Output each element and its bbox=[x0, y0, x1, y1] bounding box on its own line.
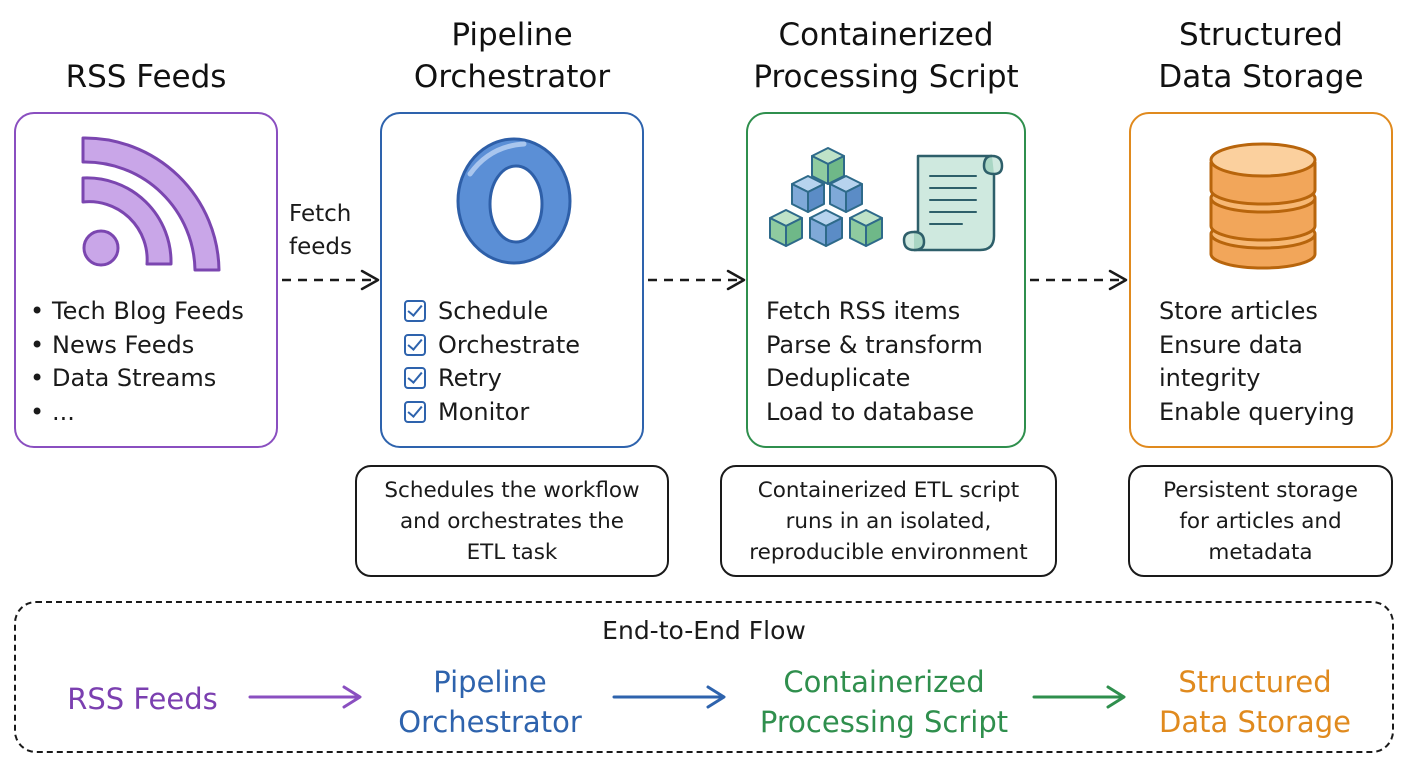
rss-feed-list: Tech Blog Feeds News Feeds Data Streams … bbox=[30, 295, 244, 429]
flow-title: End-to-End Flow bbox=[602, 616, 806, 645]
flow-item-processing: Containerized Processing Script bbox=[759, 665, 1009, 739]
checkbox-icon bbox=[404, 300, 426, 322]
database-icon bbox=[1209, 142, 1317, 270]
storage-feature-list: Store articles Ensure data integrity Ena… bbox=[1159, 295, 1355, 429]
processing-step-list: Fetch RSS items Parse & transform Dedupl… bbox=[766, 295, 983, 429]
list-item: integrity bbox=[1159, 364, 1261, 392]
flow-item-rss: RSS Feeds bbox=[67, 682, 218, 716]
orchestrator-task-list: Schedule Orchestrate Retry Monitor bbox=[404, 295, 580, 429]
checkbox-icon bbox=[404, 400, 426, 423]
orchestrator-note: Schedules the workflow and orchestrates … bbox=[355, 465, 669, 577]
script-scroll-icon bbox=[902, 154, 1004, 252]
stage-title-rss: RSS Feeds bbox=[65, 59, 227, 95]
list-item: Load to database bbox=[766, 397, 975, 426]
rss-feeds-card: Tech Blog Feeds News Feeds Data Streams … bbox=[14, 112, 278, 448]
flow-item-orchestrator: Pipeline Orchestrator bbox=[398, 665, 582, 739]
arrow-rss-to-orchestrator bbox=[282, 269, 380, 291]
flow-arrow-1 bbox=[248, 685, 362, 709]
list-item: Tech Blog Feeds bbox=[30, 295, 244, 329]
list-item: ... bbox=[30, 396, 244, 430]
list-item: Schedule bbox=[404, 295, 580, 329]
list-item: Enable querying bbox=[1159, 397, 1355, 426]
list-item: News Feeds bbox=[30, 329, 244, 363]
list-item: Fetch RSS items bbox=[766, 297, 961, 325]
list-item: Retry bbox=[404, 362, 580, 396]
stage-title-storage: Structured Data Storage bbox=[1158, 17, 1364, 95]
fetch-feeds-label: Fetch feeds bbox=[289, 201, 352, 260]
arrow-processing-to-storage bbox=[1030, 269, 1128, 291]
stage-title-processing: Containerized Processing Script bbox=[753, 17, 1019, 95]
list-item: Store articles bbox=[1159, 297, 1318, 325]
list-item: Ensure data bbox=[1159, 330, 1303, 359]
container-cubes-icon bbox=[769, 147, 883, 247]
rss-icon bbox=[81, 136, 221, 272]
checkbox-icon bbox=[404, 367, 426, 389]
storage-note: Persistent storage for articles and meta… bbox=[1128, 465, 1393, 577]
list-item: Parse & transform bbox=[766, 330, 983, 359]
processing-card: Fetch RSS items Parse & transform Dedupl… bbox=[746, 112, 1026, 448]
flow-arrow-3 bbox=[1032, 685, 1126, 709]
list-item: Monitor bbox=[404, 396, 580, 430]
list-item: Orchestrate bbox=[404, 329, 580, 363]
orchestrator-card: Schedule Orchestrate Retry Monitor bbox=[380, 112, 644, 448]
orchestrator-logo-icon bbox=[456, 137, 572, 265]
list-item: Data Streams bbox=[30, 362, 244, 396]
flow-item-storage: Structured Data Storage bbox=[1159, 665, 1351, 739]
storage-card: Store articles Ensure data integrity Ena… bbox=[1129, 112, 1393, 448]
arrow-orchestrator-to-processing bbox=[648, 269, 746, 291]
list-item: Deduplicate bbox=[766, 364, 911, 392]
checkbox-icon bbox=[404, 333, 426, 356]
flow-arrow-2 bbox=[612, 685, 726, 709]
stage-title-orchestrator: Pipeline Orchestrator bbox=[413, 17, 611, 95]
end-to-end-flow-panel bbox=[14, 601, 1394, 753]
processing-note: Containerized ETL script runs in an isol… bbox=[720, 465, 1057, 577]
